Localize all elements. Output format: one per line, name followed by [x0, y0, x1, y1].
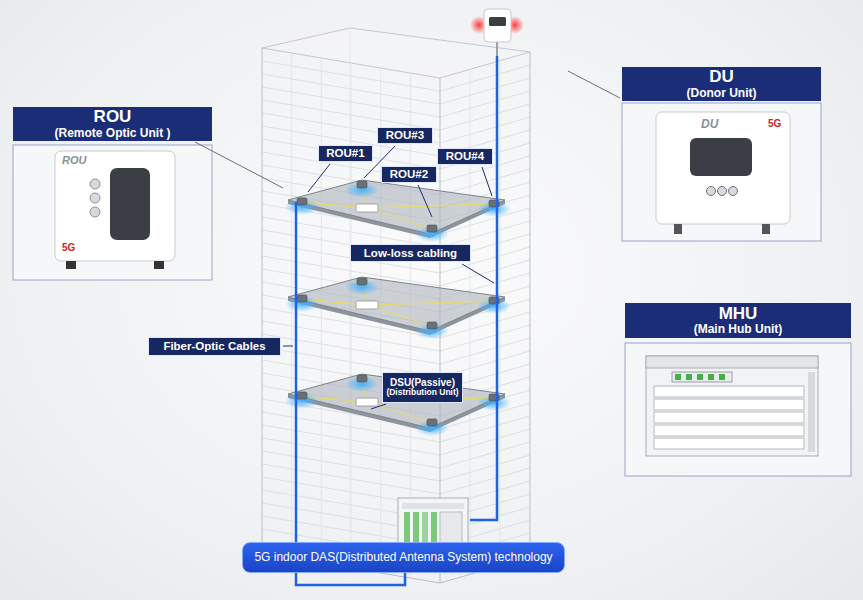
coverage-glow — [477, 298, 511, 314]
node-title: MHU — [719, 305, 758, 323]
floor-slab — [288, 277, 505, 331]
callout-leaders — [283, 146, 494, 409]
floor-line — [440, 455, 530, 481]
coverage-glow — [477, 201, 511, 217]
floor-line — [440, 260, 530, 286]
floor-line — [440, 65, 530, 91]
rou-mini — [297, 392, 307, 399]
coverage-glow — [285, 393, 319, 409]
coverage-glow — [285, 199, 319, 215]
panel-header: DU(Donor Unit) — [622, 67, 821, 101]
node-subtitle: (Main Hub Unit) — [694, 323, 783, 336]
caption-text: 5G indoor DAS(Distributed Antenna System… — [254, 551, 552, 564]
du-device — [656, 112, 790, 234]
leader-lines — [195, 71, 620, 188]
panel-header: MHU(Main Hub Unit) — [625, 303, 851, 338]
mhu-device — [646, 356, 818, 456]
low-loss-cable — [367, 204, 494, 208]
antenna — [470, 9, 524, 42]
coverage-glow — [285, 296, 319, 312]
low-loss-cable — [367, 301, 494, 305]
node-title: ROU#1 — [326, 147, 364, 159]
panel-frame — [622, 103, 821, 241]
node-title: Fiber-Optic Cables — [163, 340, 265, 352]
grid-line — [470, 69, 471, 574]
coverage-glow — [345, 279, 379, 295]
node-title: Low-loss cabling — [364, 247, 457, 259]
rou-device — [55, 151, 175, 269]
fiber-line — [470, 56, 497, 520]
coverage-glow — [415, 226, 449, 242]
coverage-glow — [345, 376, 379, 392]
rou-mini — [297, 198, 307, 205]
floor-line — [440, 429, 530, 455]
floor-line — [440, 338, 530, 364]
node-subtitle: (Remote Optic Unit ) — [55, 127, 171, 140]
floor-line — [440, 117, 530, 143]
floor-line — [440, 91, 530, 117]
node-title: DU — [709, 68, 734, 86]
rou-mini — [357, 375, 367, 382]
floor-line — [440, 78, 530, 104]
panel-frame — [13, 145, 212, 280]
callout-box: ROU#2 — [381, 166, 437, 183]
rou-mini — [297, 295, 307, 302]
callout-box: ROU#3 — [377, 127, 433, 144]
dsu-mini — [356, 398, 378, 406]
floor-line — [440, 104, 530, 130]
building-wireframe — [262, 28, 530, 583]
device-marking: ROU — [62, 155, 86, 166]
device-marking: 5G — [768, 119, 781, 129]
floor-line — [440, 325, 530, 351]
floor-line — [440, 442, 530, 468]
grid-line — [321, 58, 322, 563]
node-subtitle: (Distribution Unit) — [386, 388, 458, 397]
panel-header: ROU(Remote Optic Unit ) — [13, 107, 212, 141]
node-title: ROU#4 — [446, 150, 484, 162]
floor-line — [440, 468, 530, 494]
coverage-glow — [415, 323, 449, 339]
node-title: ROU#2 — [390, 168, 428, 180]
callout-box: ROU#4 — [437, 148, 493, 165]
rou-mini — [357, 278, 367, 285]
callout-box: DSU(Passive)(Distribution Unit) — [382, 372, 463, 403]
rou-mini — [427, 322, 437, 329]
dsu-mini — [356, 301, 378, 309]
floor-slabs — [285, 180, 511, 436]
antenna-pole — [496, 42, 498, 56]
callout-box: ROU#1 — [318, 145, 373, 162]
node-subtitle: (Donor Unit) — [687, 87, 757, 100]
coverage-glow — [345, 182, 379, 198]
building-edge — [262, 48, 263, 553]
node-title: ROU — [94, 108, 132, 126]
callout-box: Low-loss cabling — [350, 244, 471, 262]
callout-box: Fiber-Optic Cables — [148, 337, 281, 356]
dsu-mini — [356, 204, 378, 212]
caption-bar: 5G indoor DAS(Distributed Antenna System… — [242, 542, 565, 573]
rou-mini — [357, 181, 367, 188]
device-marking: DU — [701, 118, 718, 130]
panel-frame — [625, 343, 851, 476]
rou-mini — [427, 419, 437, 426]
coverage-glow — [415, 420, 449, 436]
node-title: ROU#3 — [386, 129, 424, 141]
building-edge — [530, 52, 531, 557]
coverage-glow — [477, 395, 511, 411]
floor-slab — [288, 180, 505, 234]
floor-line — [440, 169, 530, 195]
rou-mini — [427, 225, 437, 232]
node-title: DSU(Passive) — [390, 378, 455, 389]
device-marking: 5G — [62, 243, 75, 253]
